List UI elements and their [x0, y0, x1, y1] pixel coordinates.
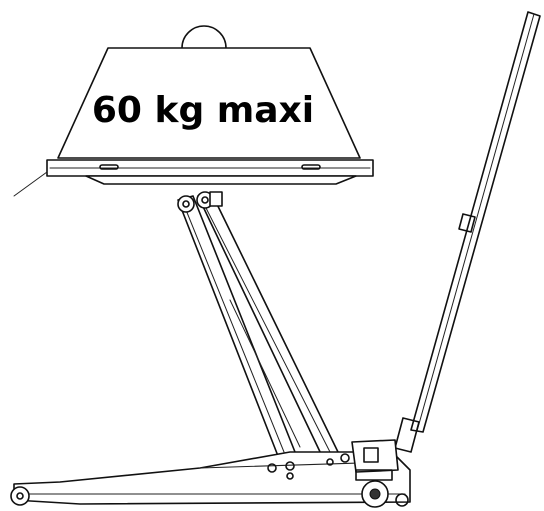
rear-caster-wheel [355, 469, 409, 508]
jack-handle [394, 11, 541, 453]
saddle-plate [13, 159, 374, 197]
jack-chassis [13, 439, 411, 505]
lift-arm [177, 191, 339, 457]
weight-label: 60 kg maxi [92, 90, 314, 131]
front-roller [10, 486, 30, 506]
load-weight-icon: 60 kg maxi [57, 25, 361, 159]
